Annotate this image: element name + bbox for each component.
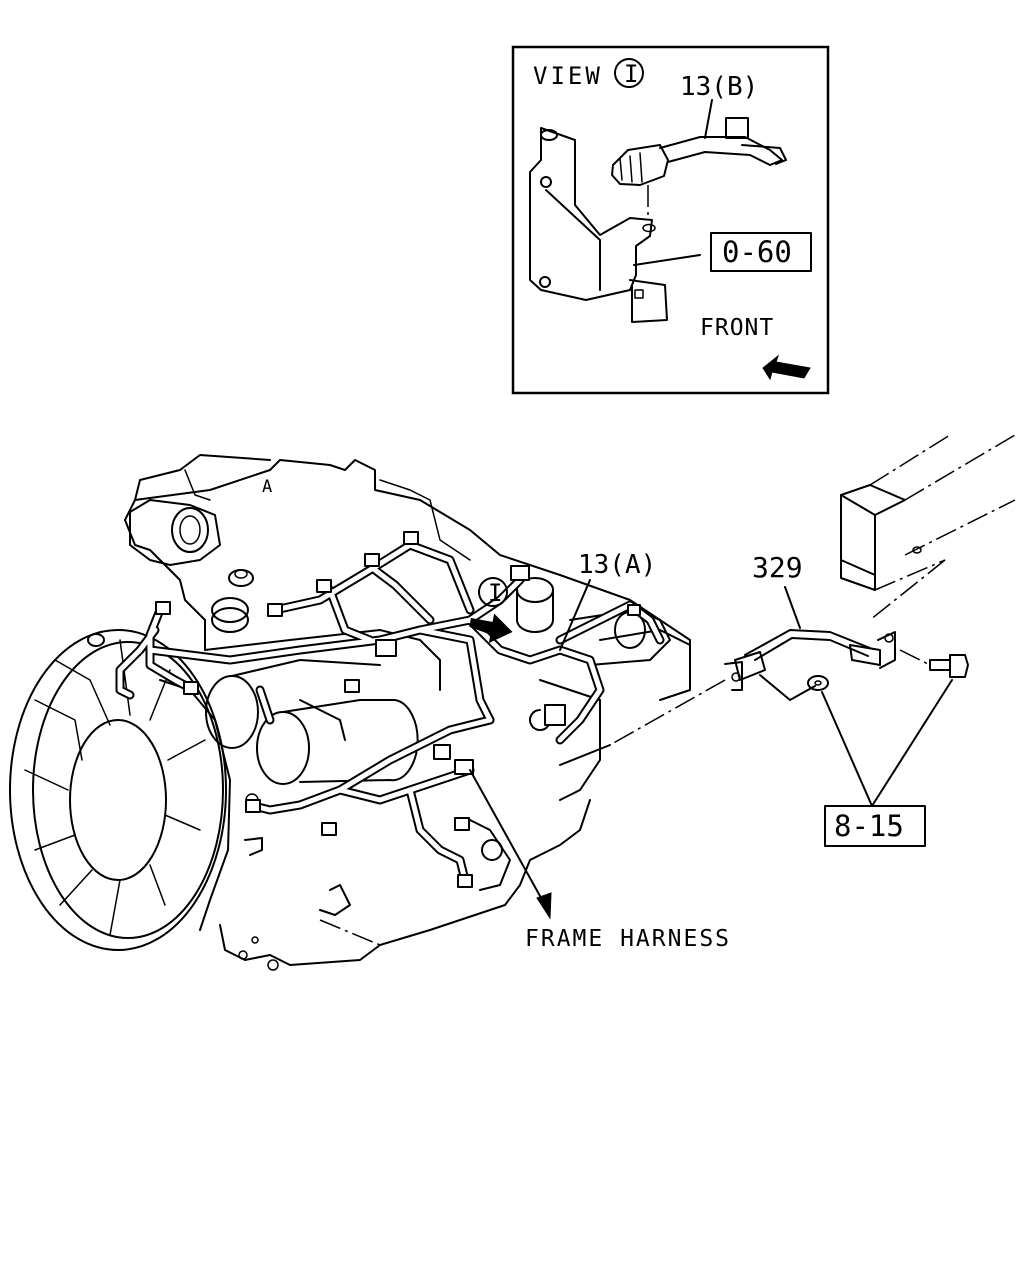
part-13a-label: 13(A) [578, 550, 656, 580]
part-329-label: 329 [752, 551, 803, 584]
front-arrow-icon [762, 354, 811, 381]
ref-0-60: 0-60 [722, 235, 792, 269]
front-label: FRONT [700, 315, 774, 341]
engine-drawing: A [9, 454, 731, 971]
ref-8-15: 8-15 [834, 809, 904, 843]
cable-329-drawing: 329 8-15 [609, 551, 969, 847]
part-13b-label: 13(B) [680, 72, 758, 102]
inset-view-panel: VIEW I 13(B) [511, 45, 830, 395]
engine-circled-marker-icon: I [478, 577, 508, 607]
bracket-drawing [529, 127, 701, 323]
inset-view-label: VIEW [533, 62, 603, 90]
fan-drawing [9, 629, 263, 951]
view-direction-arrow-icon [469, 613, 513, 643]
engine-letter: A [262, 477, 272, 497]
inset-view-marker: I [624, 60, 638, 88]
inset-circled-marker-icon: I [614, 58, 644, 88]
frame-harness-label: FRAME HARNESS [525, 926, 731, 952]
harness-13a-drawing [115, 531, 665, 888]
ref-box-8-15: 8-15 [824, 805, 926, 847]
frame-harness-arrow-icon [469, 769, 552, 920]
frame-rail-drawing [840, 434, 1016, 621]
ref-box-0-60: 0-60 [710, 232, 812, 272]
engine-view-marker: I [488, 579, 502, 607]
sensor-13b-drawing [611, 99, 787, 220]
